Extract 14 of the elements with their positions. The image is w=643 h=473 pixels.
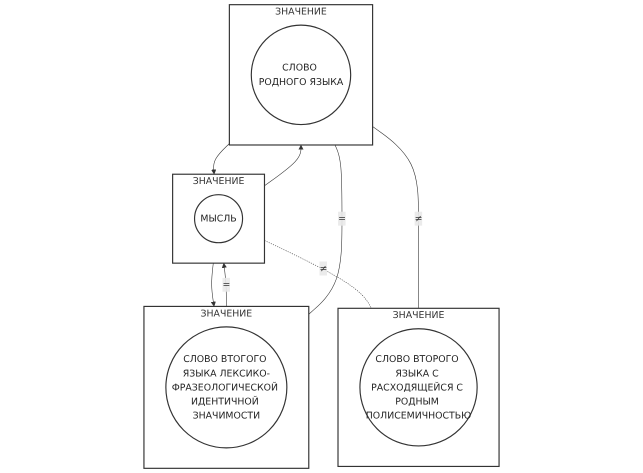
connector — [264, 240, 372, 309]
arrow — [210, 262, 216, 307]
edge-label: ≠ — [414, 212, 422, 224]
edge-label: = — [222, 278, 230, 290]
connector — [372, 126, 419, 309]
edge-label: = — [338, 212, 346, 224]
arrow — [211, 143, 230, 174]
edge-label: ≠ — [319, 262, 328, 274]
node-circle: МЫСЛЬ — [194, 194, 244, 244]
node-circle: СЛОВО РОДНОГО ЯЗЫКА — [250, 24, 352, 126]
arrow — [222, 262, 227, 307]
node-circle: СЛОВО ВТОГОГО ЯЗЫКА ЛЕКСИКО-ФРАЗЕОЛОГИЧЕСКОЙ ИДЕНТИЧНОЙ ЗНАЧИМОСТИ — [165, 326, 288, 448]
connector — [308, 144, 342, 315]
arrow — [264, 144, 304, 186]
